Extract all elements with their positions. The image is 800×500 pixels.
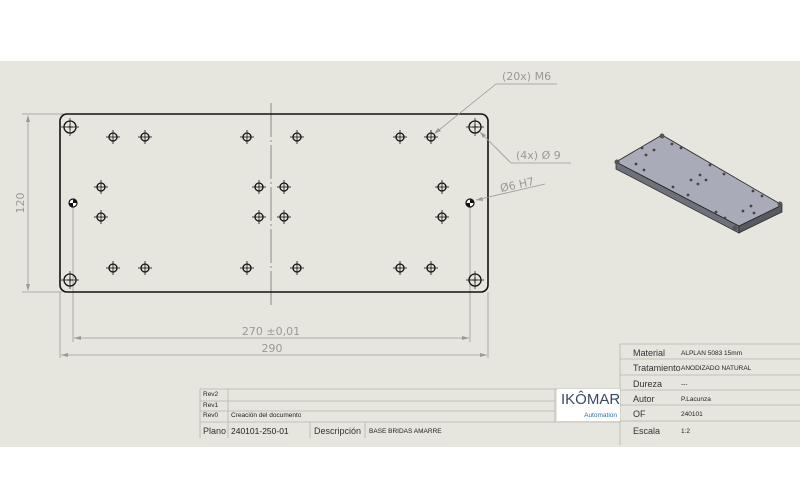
logo-subtitle: Automation bbox=[584, 412, 617, 419]
callout-d9: (4x) Ø 9 bbox=[516, 149, 561, 162]
dimension-width-text: 290 bbox=[262, 342, 283, 355]
d9-holes bbox=[60, 117, 485, 290]
descripcion-label: Descripción bbox=[314, 426, 362, 436]
dimension-height: 120 bbox=[14, 113, 66, 293]
dimension-hole-spacing: 270 ±0,01 bbox=[72, 207, 471, 342]
dureza-label: Dureza bbox=[633, 379, 663, 389]
autor-label: Autor bbox=[633, 394, 655, 404]
leader-m6: (20x) M6 bbox=[433, 70, 557, 135]
escala-label: Escala bbox=[633, 426, 661, 436]
dureza-value: --- bbox=[681, 381, 688, 388]
dimension-hole-spacing-text: 270 ±0,01 bbox=[242, 325, 300, 338]
title-block-grid bbox=[199, 343, 800, 445]
of-value: 240101 bbox=[681, 411, 703, 418]
descripcion-value: BASE BRIDAS AMARRE bbox=[369, 428, 442, 435]
tratamiento-label: Tratamiento bbox=[633, 363, 681, 373]
plano-label: Plano bbox=[203, 426, 227, 436]
drawing-sheet bbox=[0, 61, 800, 447]
plate-outline bbox=[59, 113, 489, 293]
callout-h7: Ø6 H7 bbox=[499, 175, 535, 195]
escala-value: 1:2 bbox=[681, 428, 691, 435]
dimension-height-text: 120 bbox=[14, 193, 27, 214]
material-value: ALPLAN 5083 15mm bbox=[681, 350, 743, 357]
of-label: OF bbox=[633, 409, 646, 419]
dimension-width: 290 bbox=[59, 292, 489, 358]
rev0-text: Creación del documento bbox=[231, 412, 302, 419]
logo-brand: IKÔMAR bbox=[561, 391, 621, 408]
rev1-label: Rev1 bbox=[203, 402, 219, 409]
rev0-label: Rev0 bbox=[203, 412, 219, 419]
material-label: Material bbox=[633, 348, 666, 358]
callout-m6: (20x) M6 bbox=[502, 70, 551, 83]
leader-h7: Ø6 H7 bbox=[475, 175, 546, 201]
tratamiento-value: ANODIZADO NATURAL bbox=[681, 365, 752, 372]
rev2-label: Rev2 bbox=[203, 391, 219, 398]
autor-value: P.Lacunza bbox=[681, 396, 711, 403]
company-logo: IKÔMAR Automation bbox=[557, 389, 620, 421]
plano-value: 240101-250-01 bbox=[231, 426, 289, 436]
leader-d9: (4x) Ø 9 bbox=[479, 131, 571, 164]
isometric-view bbox=[614, 133, 783, 234]
